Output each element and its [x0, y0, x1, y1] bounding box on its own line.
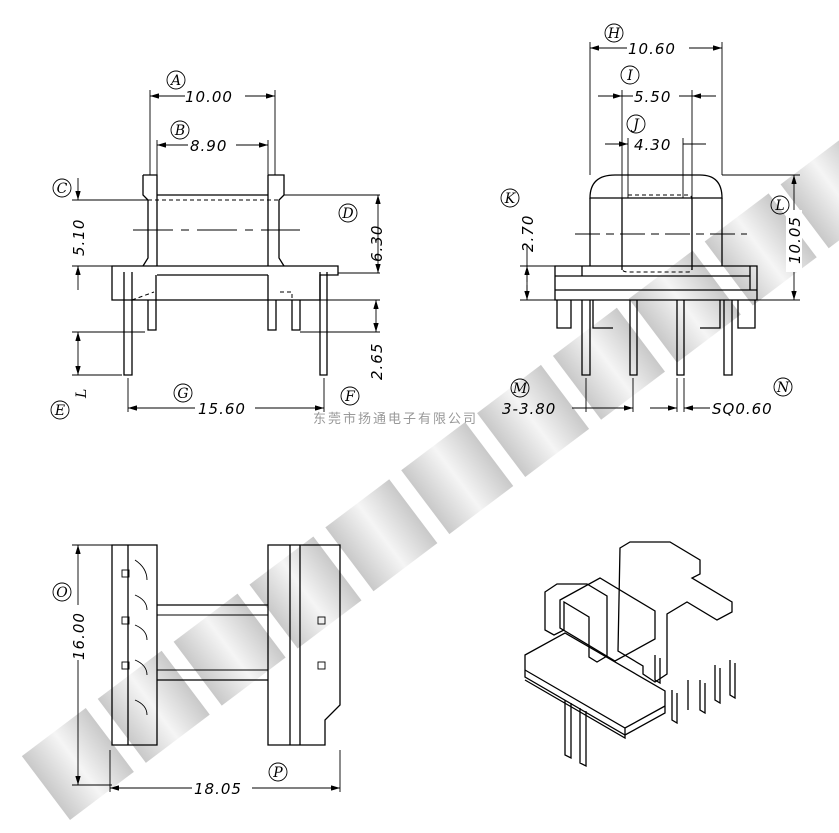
dim-i: 5.50 — [634, 88, 671, 106]
svg-text:H: H — [607, 26, 621, 42]
dim-g: 15.60 — [198, 400, 246, 418]
svg-text:G: G — [177, 386, 188, 402]
dim-c: 5.10 — [70, 219, 88, 256]
label-l: L — [770, 195, 790, 215]
dim-a: 10.00 — [185, 88, 233, 106]
label-o: O — [52, 582, 72, 602]
label-h: H — [604, 23, 624, 43]
svg-text:F: F — [344, 389, 356, 405]
dim-o: 16.00 — [70, 612, 88, 660]
svg-text:K: K — [504, 191, 517, 207]
label-l-front: L — [74, 389, 90, 399]
svg-text:L: L — [774, 198, 784, 214]
svg-text:P: P — [272, 765, 283, 781]
watermark-graphic — [21, 136, 839, 820]
watermark: 东莞市扬通电子有限公司 — [21, 136, 839, 820]
svg-text:C: C — [57, 181, 68, 197]
label-m: M — [510, 378, 530, 398]
dim-b: 8.90 — [190, 137, 227, 155]
label-n: N — [773, 377, 793, 397]
svg-text:M: M — [512, 381, 528, 397]
watermark-small-text: 东莞市扬通电子有限公司 — [313, 411, 478, 427]
label-c: C — [52, 178, 72, 198]
label-k: K — [500, 188, 520, 208]
label-b: B — [170, 120, 190, 140]
dim-p: 18.05 — [194, 780, 242, 798]
side-view: H 10.60 I 5.50 J 4.30 K 2.70 L 10.05 M 3… — [500, 23, 804, 418]
bottom-view: O 16.00 P 18.05 — [52, 544, 341, 798]
isometric-view — [524, 541, 736, 768]
label-g: G — [173, 383, 193, 403]
svg-text:J: J — [630, 117, 640, 133]
dim-n: SQ0.60 — [712, 400, 773, 418]
svg-text:N: N — [776, 380, 790, 396]
label-i: I — [620, 65, 640, 85]
dim-f: 2.65 — [368, 343, 386, 380]
dim-m: 3-3.80 — [502, 400, 556, 418]
svg-text:I: I — [626, 68, 633, 84]
label-p: P — [268, 762, 288, 782]
front-view: A 10.00 B 8.90 C 5.10 D 6.30 F 2.65 E L … — [50, 70, 386, 420]
svg-text:A: A — [169, 73, 181, 89]
dim-d: 6.30 — [368, 225, 386, 262]
dim-k: 2.70 — [519, 215, 537, 252]
label-f: F — [340, 386, 360, 406]
svg-text:O: O — [56, 585, 68, 601]
label-j: J — [626, 114, 646, 134]
svg-text:E: E — [54, 403, 65, 419]
label-d: D — [338, 203, 358, 223]
dim-j: 4.30 — [634, 136, 671, 154]
dim-h: 10.60 — [628, 40, 676, 58]
svg-text:D: D — [341, 206, 353, 222]
dim-l: 10.05 — [786, 216, 804, 264]
svg-text:B: B — [174, 123, 185, 139]
label-a: A — [166, 70, 186, 90]
label-e: E — [50, 400, 70, 420]
